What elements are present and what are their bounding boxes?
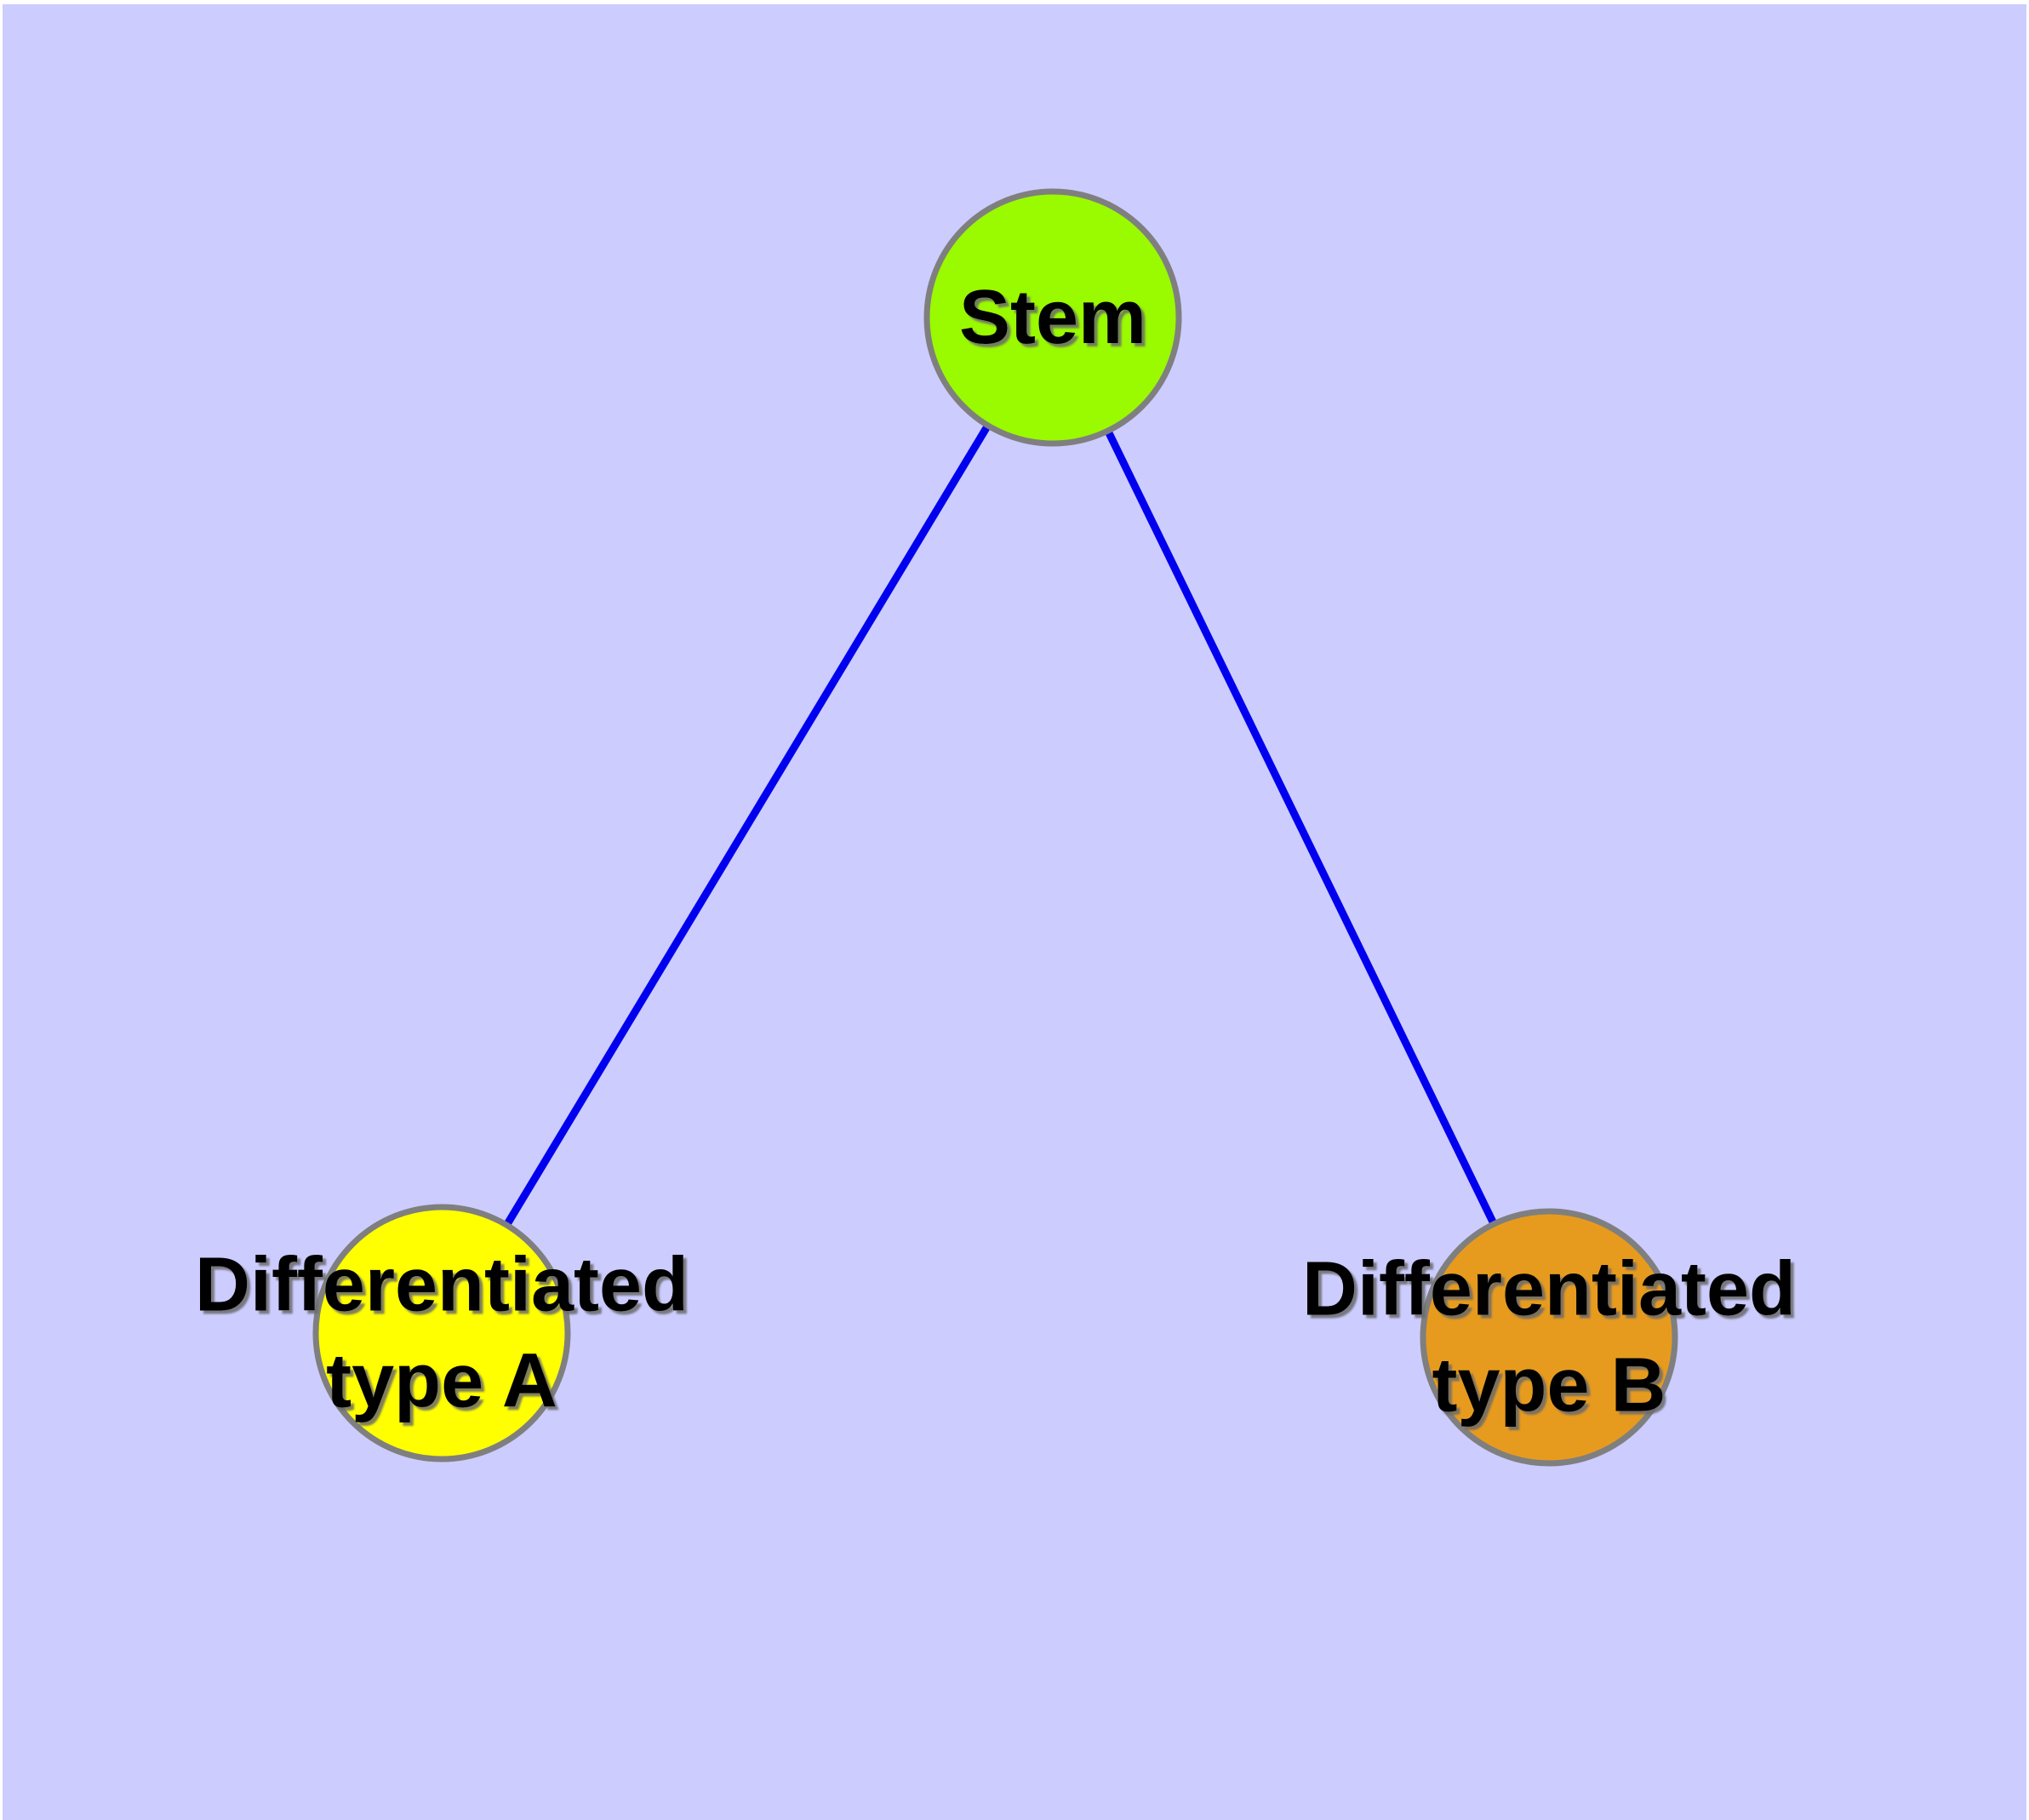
node-diff-a-label: Differentiated type A	[195, 1243, 689, 1424]
node-differentiated-type-b: Differentiated type B	[1302, 1208, 1796, 1467]
node-stem-label-line: Stem	[959, 275, 1146, 360]
node-differentiated-type-a: Differentiated type A	[195, 1204, 689, 1462]
node-diff-a-label-line-1: Differentiated	[195, 1243, 689, 1328]
node-stem-label: Stem	[959, 275, 1146, 360]
node-diff-b-label-line-2: type B	[1432, 1343, 1666, 1428]
node-diff-a-label-line-2: type A	[326, 1339, 557, 1424]
edge-stem-to-diff-a	[438, 315, 1056, 1336]
node-diff-b-label-line-1: Differentiated	[1302, 1247, 1796, 1332]
node-diff-b-circle	[1420, 1208, 1678, 1467]
node-diff-a-circle	[312, 1204, 571, 1462]
node-stem: Stem	[923, 188, 1182, 447]
node-diff-b-label: Differentiated type B	[1302, 1247, 1796, 1428]
edge-stem-to-diff-b	[1049, 316, 1553, 1339]
node-stem-circle	[923, 188, 1182, 447]
